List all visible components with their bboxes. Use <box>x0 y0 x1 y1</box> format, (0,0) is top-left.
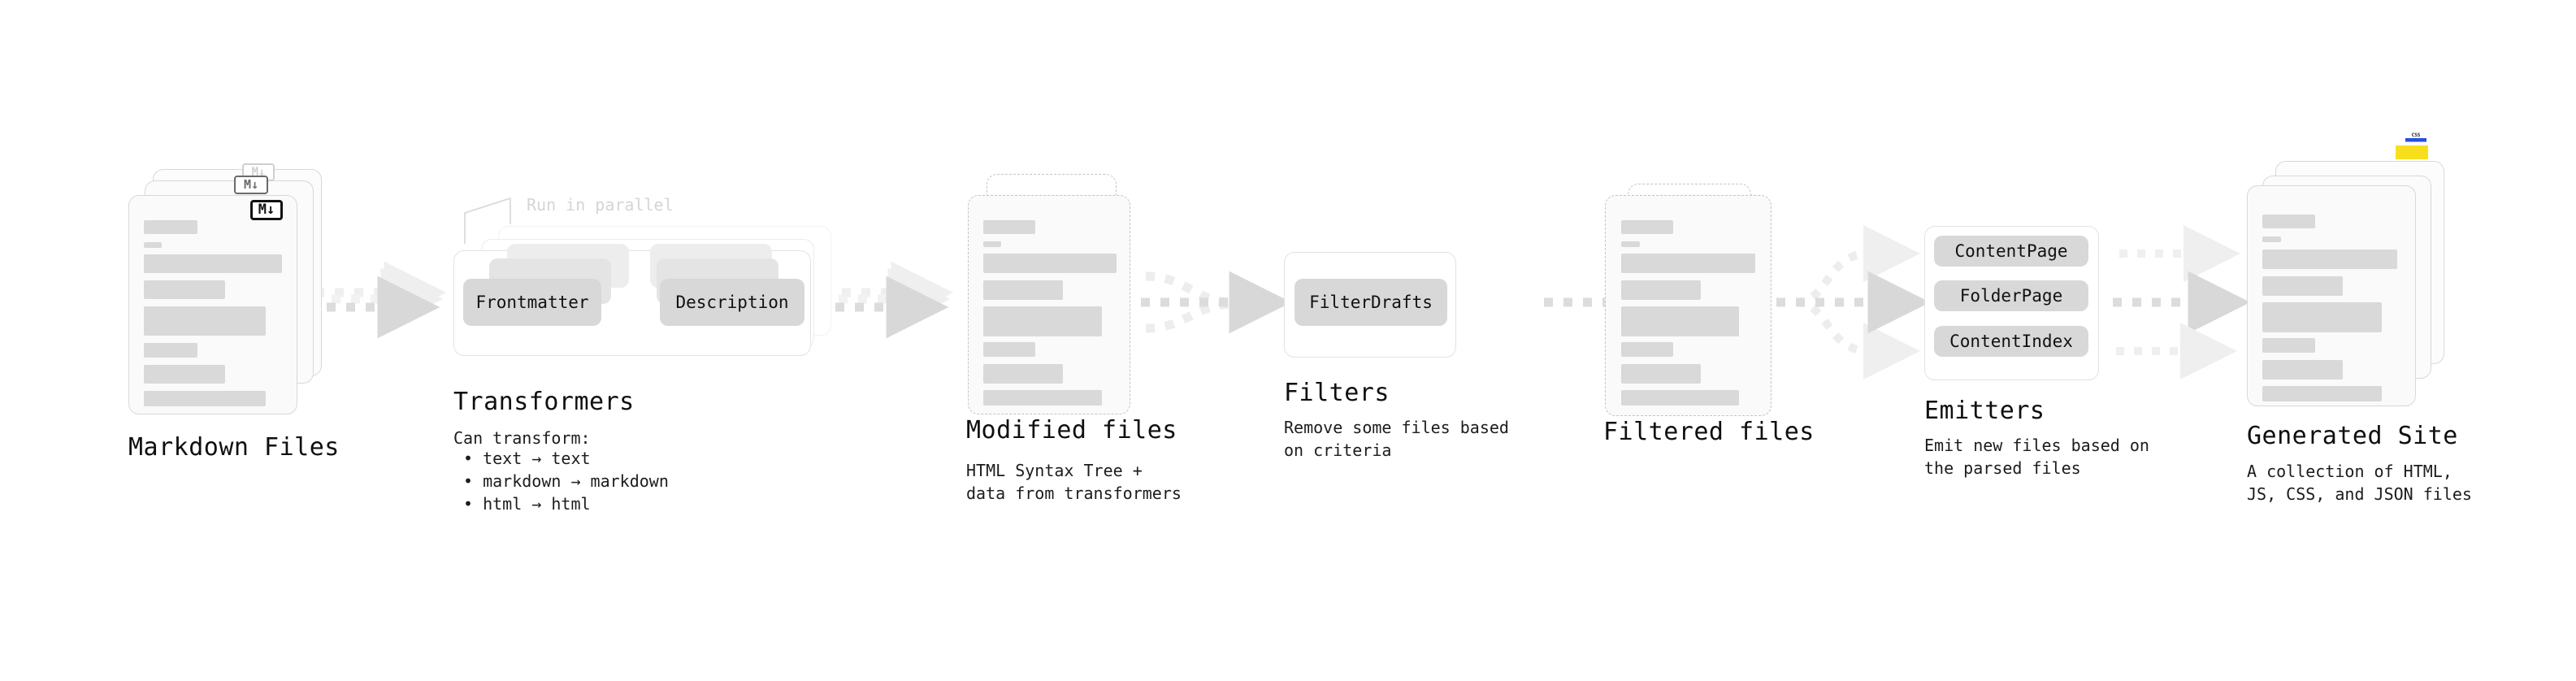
stage-desc-modified-files: HTML Syntax Tree + data from transformer… <box>966 461 1182 504</box>
doc-bar <box>144 343 197 358</box>
doc-bar <box>2262 215 2315 228</box>
stage-desc-filters: Remove some files based on criteria <box>1284 418 1509 461</box>
doc-bar <box>2262 338 2315 353</box>
stage-label-emitters: Emitters <box>1924 397 2045 425</box>
doc-bar <box>1621 306 1739 336</box>
connector-emitters-to-site <box>2113 225 2251 380</box>
transformers-bullet-0: • text → text <box>463 449 591 468</box>
stage-label-generated-site: Generated Site <box>2247 422 2458 450</box>
stage-label-transformers: Transformers <box>453 388 635 416</box>
doc-bar <box>983 254 1117 273</box>
stage-desc-transformers: Can transform: <box>453 428 591 448</box>
doc-bar <box>1621 241 1640 247</box>
doc-bar <box>983 364 1063 384</box>
stage-label-filters: Filters <box>1284 379 1390 407</box>
chip-contentpage[interactable]: ContentPage <box>1934 236 2088 267</box>
chip-description[interactable]: Description <box>660 279 804 326</box>
doc-bar <box>1621 390 1739 406</box>
markdown-badge-mid: M↓ <box>234 176 268 194</box>
doc-bar <box>1621 254 1755 273</box>
doc-bar <box>983 390 1102 406</box>
doc-bar <box>2262 276 2343 296</box>
css-icon: CSS <box>2405 132 2426 142</box>
doc-bar <box>1621 342 1673 357</box>
doc-bar <box>983 306 1102 336</box>
doc-bar <box>2262 249 2397 269</box>
doc-bar <box>983 342 1035 357</box>
transformers-bullet-1: • markdown → markdown <box>463 471 669 491</box>
doc-bar <box>1621 364 1701 384</box>
doc-bar <box>2262 360 2343 380</box>
doc-bar <box>983 220 1035 234</box>
doc-bar <box>983 241 1001 247</box>
svg-text:CSS: CSS <box>2412 132 2421 138</box>
stage-desc-generated-site: A collection of HTML, JS, CSS, and JSON … <box>2247 462 2472 505</box>
doc-bar <box>2262 236 2281 242</box>
chip-frontmatter[interactable]: Frontmatter <box>463 279 601 326</box>
markdown-badge-front: M↓ <box>250 200 283 220</box>
stage-label-markdown-files: Markdown Files <box>128 433 340 462</box>
doc-bar <box>144 242 162 248</box>
doc-bar <box>1621 220 1673 234</box>
doc-bar <box>144 391 266 406</box>
transformers-bullet-2: • html → html <box>463 494 591 514</box>
doc-bar <box>144 254 282 273</box>
doc-bar <box>144 306 266 336</box>
doc-bar <box>1621 280 1701 300</box>
connector-filtered-to-emitters <box>1776 225 1931 380</box>
run-in-parallel-label: Run in parallel <box>527 195 674 215</box>
stage-desc-emitters: Emit new files based on the parsed files <box>1924 436 2149 479</box>
chip-filterdrafts[interactable]: FilterDrafts <box>1295 279 1447 326</box>
doc-bar <box>2262 302 2382 332</box>
generated-doc-front <box>2247 185 2416 406</box>
stage-label-filtered-files: Filtered files <box>1603 418 1815 446</box>
doc-bar <box>144 280 225 299</box>
markdown-doc-front <box>128 195 297 414</box>
chip-folderpage[interactable]: FolderPage <box>1934 280 2088 311</box>
doc-bar <box>144 365 225 384</box>
js-icon <box>2396 145 2428 159</box>
doc-bar <box>144 220 197 234</box>
modified-doc-front <box>968 195 1130 414</box>
doc-bar <box>983 280 1063 300</box>
filtered-doc-front <box>1605 195 1772 416</box>
doc-bar <box>2262 386 2382 401</box>
connector-modified-to-filters <box>1141 271 1292 334</box>
stage-label-modified-files: Modified files <box>966 416 1177 445</box>
chip-contentindex[interactable]: ContentIndex <box>1934 326 2088 357</box>
